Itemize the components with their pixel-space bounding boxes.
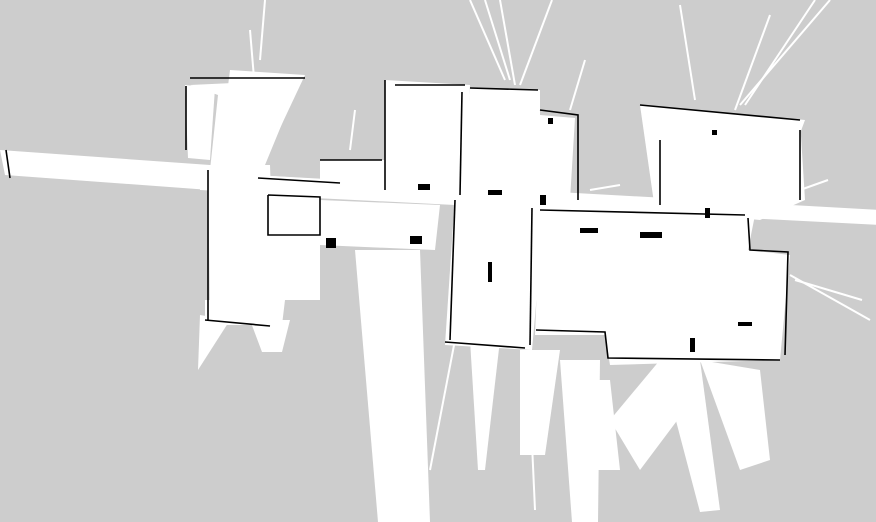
sensor-rays	[249, 0, 871, 511]
walls	[5, 77, 801, 361]
free-space	[185, 80, 876, 365]
obstacles	[326, 118, 752, 352]
